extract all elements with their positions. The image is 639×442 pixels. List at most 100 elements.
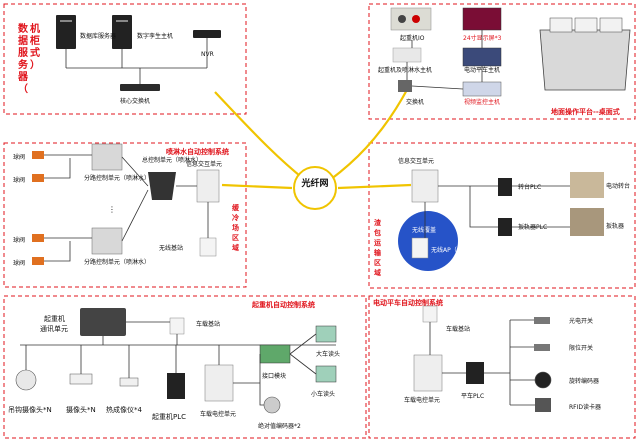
wireless-station-icon bbox=[199, 237, 217, 257]
core-switch-label: 核心交换机 bbox=[120, 97, 150, 105]
encoder-label: 绝对值编码器*2 bbox=[258, 422, 301, 430]
rfid-icon bbox=[535, 398, 551, 412]
zone-data-server bbox=[3, 3, 247, 115]
turntable-plc-icon bbox=[498, 178, 512, 196]
big-reader-label: 大车读头 bbox=[316, 350, 340, 358]
db-server-icon bbox=[56, 15, 76, 49]
tilt-label: 扳轨器 bbox=[606, 222, 624, 230]
main-unit-label: 总控制单元（喷淋水） bbox=[142, 156, 202, 164]
crane-plc-label: 起重机PLC bbox=[152, 412, 186, 421]
db-server-label: 数据库服务器 bbox=[80, 32, 116, 40]
fiber-link-spray bbox=[221, 183, 293, 190]
video-host-icon bbox=[462, 81, 502, 97]
ellipsis: ⋮ bbox=[108, 205, 116, 214]
zone-spray bbox=[3, 142, 247, 288]
flatcar-vehicle-unit-icon bbox=[413, 354, 443, 392]
camera-label: 摄像头*N bbox=[66, 405, 96, 414]
photo-switch-icon bbox=[534, 317, 550, 324]
valve-icon bbox=[32, 151, 44, 159]
fiber-link-data bbox=[214, 91, 306, 181]
flatcar-host-icon bbox=[462, 47, 502, 67]
video-host-label: 视频监控主机 bbox=[464, 98, 500, 106]
crane-vehicle-station-label: 车载基站 bbox=[196, 320, 220, 328]
tilt-icon bbox=[570, 208, 604, 236]
console-desk-icon bbox=[539, 29, 631, 91]
ground-console-title: 地面操作平台--桌面式 bbox=[551, 107, 620, 116]
photo-switch-label: 光电开关 bbox=[569, 317, 593, 325]
sub-unit-icon bbox=[91, 143, 123, 171]
display-icon bbox=[462, 7, 502, 31]
main-unit-icon bbox=[148, 172, 176, 200]
slag-switch-unit-label: 信息交互单元 bbox=[398, 157, 434, 165]
spray-switch-unit-icon bbox=[196, 169, 220, 203]
data-server-title: 数据服 务器（ 机柜式） bbox=[17, 22, 40, 95]
tilt-plc-icon bbox=[498, 218, 512, 236]
rfid-label: RFID读卡器 bbox=[569, 403, 601, 411]
flatcar-vehicle-station-icon bbox=[422, 305, 438, 323]
rotary-encoder-label: 旋转编码器 bbox=[569, 377, 599, 385]
flatcar-vehicle-unit-label: 车载电控单元 bbox=[404, 396, 440, 404]
crane-spray-host-label: 起重机及喷淋水主机 bbox=[378, 66, 432, 74]
valve-label: 球阀 bbox=[13, 176, 25, 184]
wireless-station-label: 无线基站 bbox=[159, 244, 183, 252]
interface-label: 接口模块 bbox=[262, 372, 286, 380]
core-switch-icon bbox=[120, 84, 160, 91]
crane-plc-icon bbox=[167, 373, 185, 399]
flatcar-title: 电动平车自动控制系统 bbox=[373, 298, 443, 307]
slag-zone-label: 渣包运输区域 bbox=[374, 218, 382, 277]
crane-io-label: 起重机IO bbox=[400, 34, 425, 42]
flatcar-plc-icon bbox=[466, 362, 484, 384]
spray-title: 喷淋水自动控制系统 bbox=[166, 147, 229, 156]
small-reader-icon bbox=[315, 365, 337, 383]
slag-switch-unit-icon bbox=[411, 169, 439, 203]
small-reader-label: 小车读头 bbox=[311, 390, 335, 398]
hook-camera-icon bbox=[15, 369, 37, 391]
valve-icon bbox=[32, 257, 44, 265]
crane-title: 起重机自动控制系统 bbox=[251, 300, 315, 309]
twin-host-icon bbox=[112, 15, 132, 49]
valve-label: 球阀 bbox=[13, 259, 25, 267]
crane-spray-host-icon bbox=[392, 47, 422, 63]
camera-icon bbox=[69, 373, 93, 385]
spray-switch-unit-label: 信息交互单元 bbox=[186, 160, 222, 168]
valve-group bbox=[32, 151, 44, 265]
ap-label: 无线AP（多个） bbox=[431, 246, 475, 254]
fiber-link-slag bbox=[337, 183, 412, 190]
fiber-label: 光纤网 bbox=[300, 177, 328, 189]
zone-flatcar bbox=[368, 295, 636, 439]
crane-vehicle-unit-icon bbox=[204, 364, 234, 402]
crane-vehicle-unit-label: 车载电控单元 bbox=[200, 410, 236, 418]
crane-io-icon bbox=[390, 7, 432, 31]
switch-icon bbox=[398, 80, 412, 92]
spray-zone-label: 缓冷场区域 bbox=[231, 203, 240, 252]
valve-icon bbox=[32, 174, 44, 182]
coverage-label: 无线覆盖 bbox=[412, 226, 436, 234]
sub-unit-icon bbox=[91, 227, 123, 255]
zone-ground-console bbox=[368, 3, 636, 120]
valve-label: 球阀 bbox=[13, 153, 25, 161]
flatcar-plc-label: 平车PLC bbox=[461, 392, 484, 400]
hook-camera-label: 吊钩摄像头*N bbox=[8, 405, 52, 414]
limit-switch-label: 限位开关 bbox=[569, 344, 593, 352]
interface-module-icon bbox=[259, 344, 291, 364]
rotary-encoder-icon bbox=[534, 371, 552, 389]
turntable-plc-label: 转台PLC bbox=[518, 183, 541, 191]
thermal-icon bbox=[119, 377, 139, 387]
nvr-icon bbox=[193, 30, 221, 38]
limit-switch-icon bbox=[534, 344, 550, 351]
sub-unit-label: 分路控制单元（喷淋水） bbox=[84, 174, 150, 182]
twin-host-label: 数字孪生主机 bbox=[137, 32, 173, 40]
thermal-label: 热成像仪*4 bbox=[106, 405, 142, 414]
switch-label: 交换机 bbox=[406, 98, 424, 106]
crane-vehicle-station-icon bbox=[169, 317, 185, 335]
flatcar-vehicle-station-label: 车载基站 bbox=[446, 325, 470, 333]
fiber-link-console bbox=[329, 87, 409, 181]
turntable-label: 电动转台 bbox=[606, 182, 630, 190]
turntable-icon bbox=[570, 172, 604, 198]
sub-unit-label: 分路控制单元（喷淋水） bbox=[84, 258, 150, 266]
encoder-icon bbox=[263, 396, 281, 414]
valve-label: 球阀 bbox=[13, 236, 25, 244]
big-reader-icon bbox=[315, 325, 337, 343]
ap-icon bbox=[411, 237, 429, 259]
fiber-network-hub bbox=[293, 166, 337, 210]
